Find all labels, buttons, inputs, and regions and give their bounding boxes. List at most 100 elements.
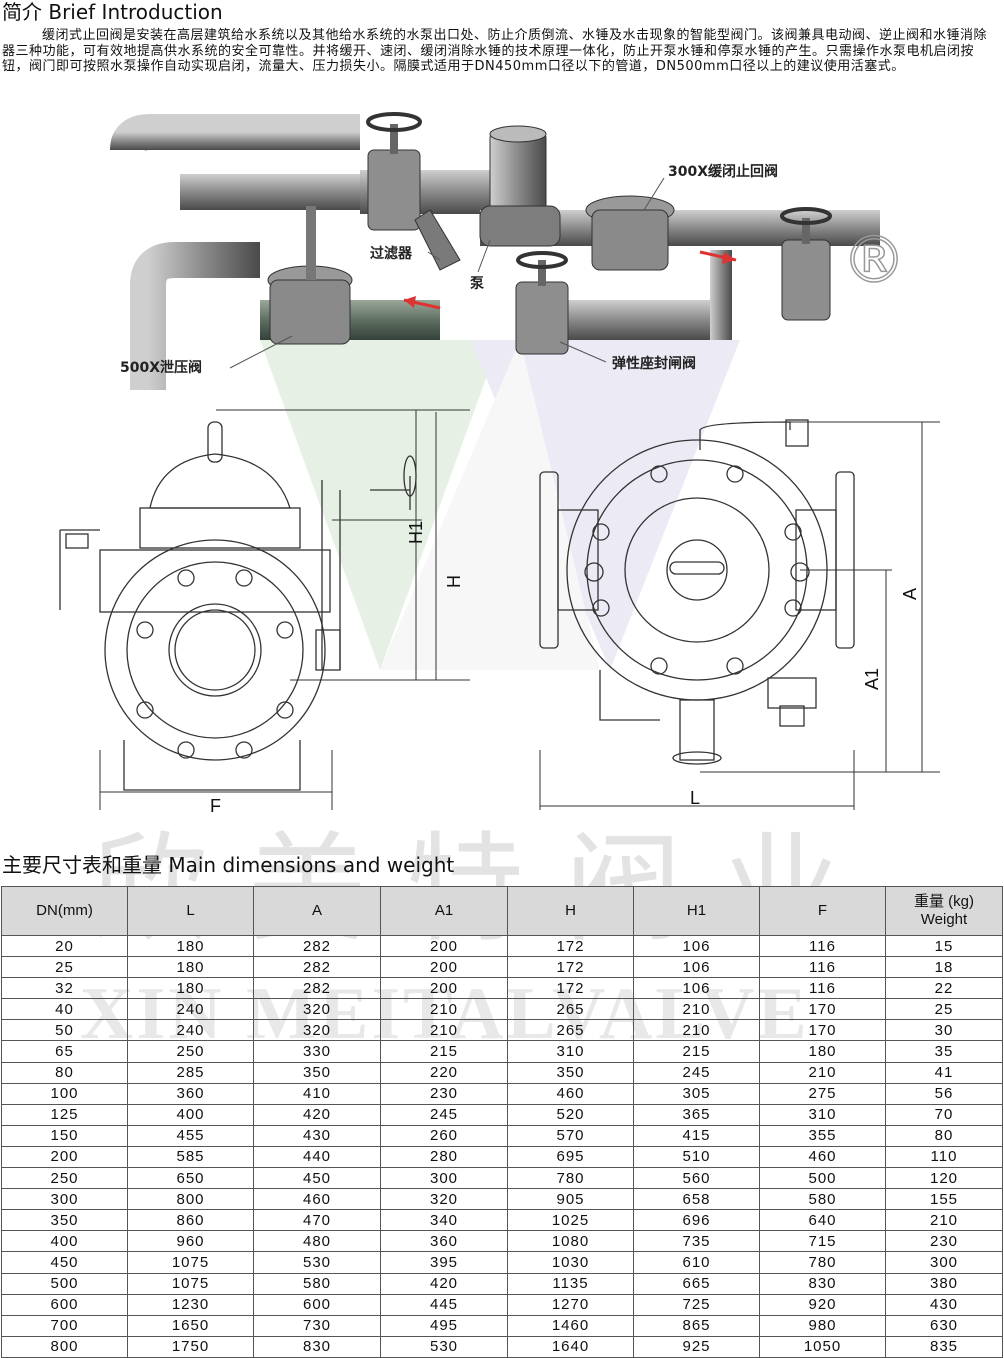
cell-f: 920 xyxy=(759,1293,886,1316)
gate-valve-upper xyxy=(366,112,422,231)
cell-dn: 40 xyxy=(1,998,128,1021)
cell-a1: 200 xyxy=(380,934,508,958)
cell-h1: 735 xyxy=(633,1230,760,1253)
logo-watermark xyxy=(260,340,740,670)
cell-h1: 610 xyxy=(633,1251,760,1274)
cell-a: 330 xyxy=(253,1040,381,1063)
cell-dn: 250 xyxy=(1,1167,128,1190)
cell-l: 1075 xyxy=(127,1272,254,1295)
pump xyxy=(479,125,561,247)
cell-weight: 380 xyxy=(885,1272,1003,1295)
col-weight-en: Weight xyxy=(920,911,968,928)
col-f: F xyxy=(759,886,886,936)
cell-a: 530 xyxy=(253,1251,381,1274)
cell-f: 640 xyxy=(759,1209,886,1232)
cell-a: 730 xyxy=(253,1314,381,1337)
cell-dn: 150 xyxy=(1,1124,128,1147)
gate-valve-right xyxy=(780,207,832,321)
cell-weight: 120 xyxy=(885,1167,1003,1190)
callout-line-filter xyxy=(427,251,441,261)
label-filter: 过滤器 xyxy=(370,245,413,262)
cell-l: 960 xyxy=(127,1230,254,1253)
col-a: A xyxy=(253,886,381,936)
cell-h1: 210 xyxy=(633,998,760,1021)
front-view-dimensions xyxy=(99,409,470,810)
cell-dn: 125 xyxy=(1,1103,128,1126)
dim-l: L xyxy=(690,788,700,808)
relief-valve xyxy=(267,206,353,345)
cell-a1: 300 xyxy=(380,1167,508,1190)
cell-l: 400 xyxy=(127,1103,254,1126)
cell-h: 172 xyxy=(507,956,634,979)
cell-f: 1050 xyxy=(759,1335,886,1358)
cell-h1: 106 xyxy=(633,977,760,1000)
cell-a: 320 xyxy=(253,1019,381,1042)
cell-h: 310 xyxy=(507,1040,634,1063)
cell-a1: 215 xyxy=(380,1040,508,1063)
cell-h1: 725 xyxy=(633,1293,760,1316)
cell-h: 1080 xyxy=(507,1230,634,1253)
filter xyxy=(414,209,461,271)
dim-h: H xyxy=(444,575,464,588)
cell-a1: 210 xyxy=(380,998,508,1021)
cell-f: 715 xyxy=(759,1230,886,1253)
cell-h1: 215 xyxy=(633,1040,760,1063)
cell-f: 210 xyxy=(759,1061,886,1084)
cell-a: 430 xyxy=(253,1124,381,1147)
cell-weight: 18 xyxy=(885,956,1003,979)
cell-a: 282 xyxy=(253,934,381,958)
cell-dn: 25 xyxy=(1,956,128,979)
cell-weight: 70 xyxy=(885,1103,1003,1126)
cell-l: 180 xyxy=(127,977,254,1000)
cell-weight: 230 xyxy=(885,1230,1003,1253)
cell-weight: 110 xyxy=(885,1145,1003,1169)
flow-arrow-right-head xyxy=(722,252,736,264)
col-l: L xyxy=(127,886,254,936)
cell-a1: 230 xyxy=(380,1082,508,1105)
top-view-dimensions xyxy=(539,421,940,810)
cell-dn: 700 xyxy=(1,1314,128,1337)
cell-weight: 155 xyxy=(885,1188,1003,1211)
cell-l: 585 xyxy=(127,1145,254,1169)
label-pump: 泵 xyxy=(470,276,484,292)
dim-f: F xyxy=(210,796,221,816)
cell-weight: 210 xyxy=(885,1209,1003,1232)
cell-h1: 665 xyxy=(633,1272,760,1295)
cell-h1: 865 xyxy=(633,1314,760,1337)
cell-dn: 80 xyxy=(1,1061,128,1084)
cell-dn: 600 xyxy=(1,1293,128,1316)
cell-a1: 220 xyxy=(380,1061,508,1084)
cell-dn: 500 xyxy=(1,1272,128,1295)
callout-line-check xyxy=(643,177,665,211)
cell-l: 1750 xyxy=(127,1335,254,1358)
intro-heading: 简介 Brief Introduction xyxy=(2,0,223,24)
cell-f: 116 xyxy=(759,934,886,958)
cell-f: 580 xyxy=(759,1188,886,1211)
cell-h1: 106 xyxy=(633,934,760,958)
cell-a1: 280 xyxy=(380,1145,508,1169)
cell-a1: 395 xyxy=(380,1251,508,1274)
cell-dn: 400 xyxy=(1,1230,128,1253)
cell-h: 460 xyxy=(507,1082,634,1105)
cell-h1: 415 xyxy=(633,1124,760,1147)
cell-dn: 450 xyxy=(1,1251,128,1274)
check-valve xyxy=(585,195,675,271)
cell-l: 455 xyxy=(127,1124,254,1147)
cell-f: 170 xyxy=(759,1019,886,1042)
label-relief-valve: 500X泄压阀 xyxy=(120,359,202,376)
intro-text: 缓闭式止回阀是安装在高层建筑给水系统以及其他给水系统的水泵出口处、防止介质倒流、… xyxy=(2,28,988,74)
col-weight-cn: 重量 (kg) xyxy=(913,893,974,910)
cell-a1: 360 xyxy=(380,1230,508,1253)
dim-a: A xyxy=(900,588,920,600)
